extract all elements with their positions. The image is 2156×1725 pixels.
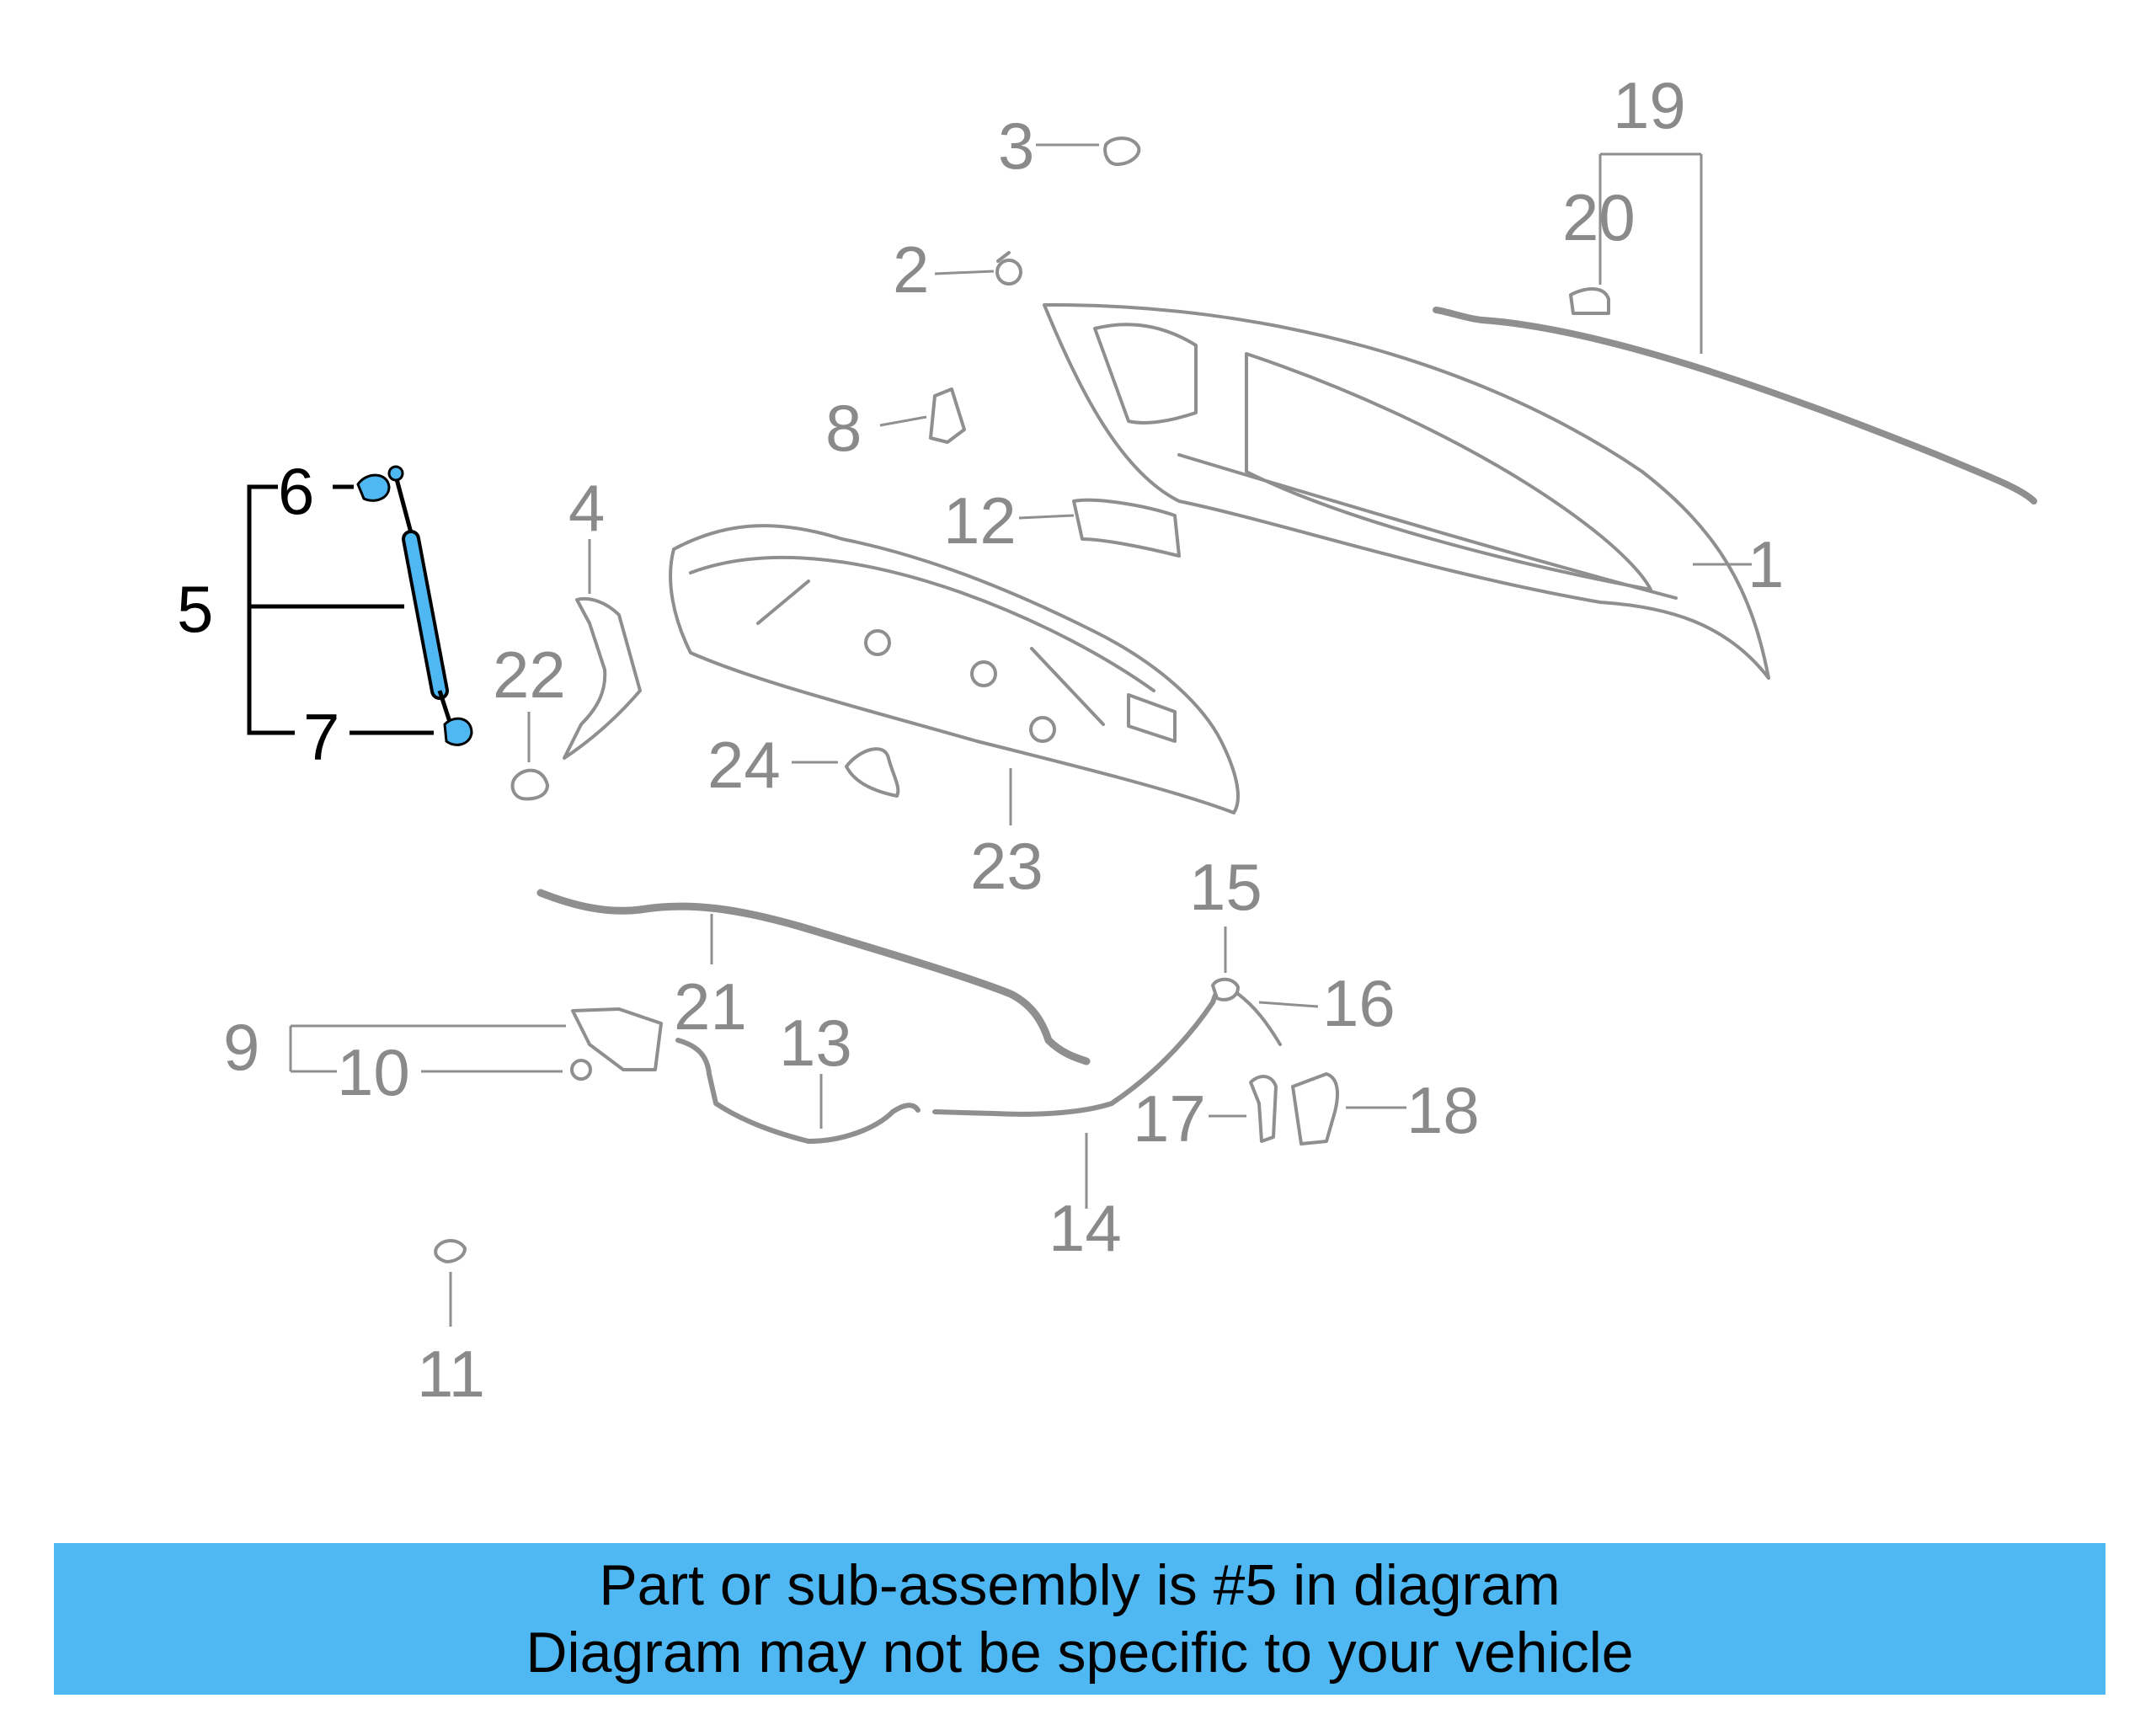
- part-4-bracket[interactable]: [563, 597, 642, 760]
- callout-12[interactable]: 12: [943, 483, 1017, 558]
- part-11-bumper[interactable]: [434, 1239, 467, 1263]
- callout-18[interactable]: 18: [1406, 1073, 1480, 1147]
- part-16-lever[interactable]: [1236, 992, 1282, 1046]
- highlight-leader-lines: [247, 484, 434, 735]
- callout-23[interactable]: 23: [970, 829, 1043, 903]
- part-21-seal[interactable]: [536, 889, 1091, 1065]
- callout-19[interactable]: 19: [1613, 68, 1686, 142]
- callout-8[interactable]: 8: [825, 391, 862, 465]
- callout-5[interactable]: 5: [177, 572, 213, 646]
- callout-6[interactable]: 6: [278, 454, 314, 528]
- part-23-insulator[interactable]: [669, 524, 1240, 814]
- info-banner: Part or sub-assembly is #5 in diagram Di…: [54, 1543, 2105, 1695]
- part-7-ball-stud[interactable]: [443, 717, 473, 746]
- callout-2[interactable]: 2: [893, 232, 929, 307]
- part-10-bolt[interactable]: [570, 1059, 592, 1081]
- part-20-clip[interactable]: [1569, 287, 1610, 315]
- callout-10[interactable]: 10: [337, 1035, 410, 1109]
- part-13-cable[interactable]: [675, 1038, 921, 1144]
- part-12-bracket[interactable]: [1072, 498, 1181, 558]
- part-19-weatherstrip[interactable]: [1433, 307, 2037, 505]
- part-8-bumper[interactable]: [929, 387, 966, 444]
- part-5-lift-support[interactable]: [387, 465, 453, 725]
- leader-lines: [289, 143, 1752, 1327]
- callout-11[interactable]: 11: [417, 1337, 485, 1411]
- callout-21[interactable]: 21: [674, 969, 747, 1044]
- callout-24[interactable]: 24: [707, 728, 781, 802]
- callout-15[interactable]: 15: [1189, 850, 1262, 924]
- part-24-clip[interactable]: [845, 747, 900, 798]
- callout-22[interactable]: 22: [493, 638, 566, 712]
- banner-line-part: Part or sub-assembly is #5 in diagram: [599, 1553, 1561, 1617]
- callout-7[interactable]: 7: [303, 700, 339, 774]
- part-1-hood[interactable]: [1043, 302, 1770, 680]
- part-17-clip[interactable]: [1249, 1075, 1278, 1143]
- banner-line-disclaimer: Diagram may not be specific to your vehi…: [526, 1621, 1634, 1685]
- part-2-bolt[interactable]: [995, 251, 1022, 286]
- part-3-clip[interactable]: [1103, 136, 1141, 167]
- part-15-handle[interactable]: [1211, 977, 1240, 1001]
- callout-4[interactable]: 4: [568, 471, 605, 545]
- callout-3[interactable]: 3: [998, 109, 1034, 183]
- part-18-cover[interactable]: [1291, 1072, 1339, 1146]
- callout-20[interactable]: 20: [1562, 180, 1636, 254]
- callout-14[interactable]: 14: [1049, 1191, 1122, 1265]
- callout-17[interactable]: 17: [1133, 1081, 1206, 1156]
- callout-16[interactable]: 16: [1322, 966, 1396, 1040]
- callout-9[interactable]: 9: [223, 1010, 259, 1084]
- part-6-ball-stud[interactable]: [356, 473, 391, 502]
- callout-1[interactable]: 1: [1748, 527, 1784, 601]
- part-22-grommet[interactable]: [510, 768, 549, 801]
- callout-13[interactable]: 13: [779, 1006, 852, 1080]
- part-9-latch[interactable]: [571, 1007, 663, 1071]
